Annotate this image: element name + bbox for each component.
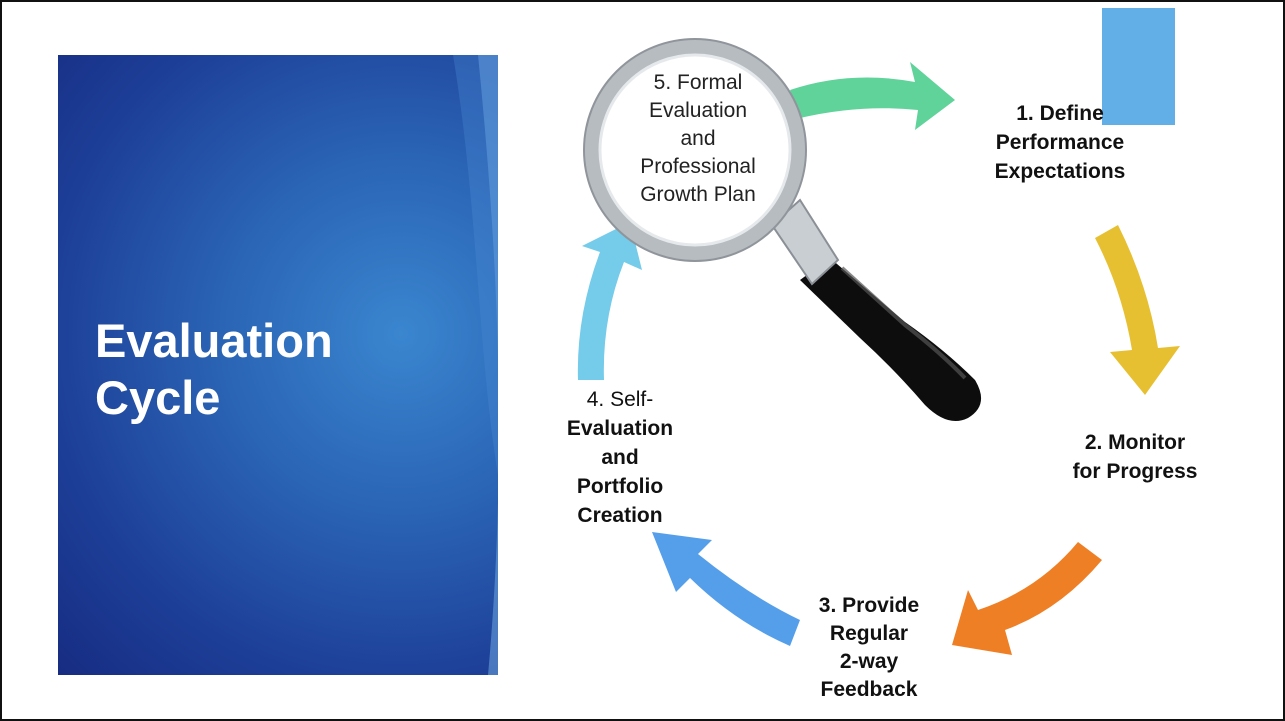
step-5-line: and xyxy=(680,127,716,150)
step-4-label: 4. Self- Evaluation and Portfolio Creati… xyxy=(545,385,695,530)
arrow-step4-to-step5 xyxy=(577,222,642,380)
step-5-line: Evaluation xyxy=(648,99,748,122)
step-1-label: 1. Define Performance Expectations xyxy=(970,99,1150,186)
step-3-line: 2-way xyxy=(839,650,899,673)
step-5-line: 5. Formal xyxy=(653,71,743,94)
step-1-line: Expectations xyxy=(994,160,1126,183)
arrow-step5-to-step1 xyxy=(790,62,955,130)
step-3-label: 3. Provide Regular 2-way Feedback xyxy=(794,592,944,704)
title-panel xyxy=(58,55,498,675)
step-2-line: for Progress xyxy=(1072,460,1198,483)
step-5-line: Growth Plan xyxy=(640,183,756,206)
arrow-step3-to-step4 xyxy=(652,532,800,646)
magnifying-glass-icon xyxy=(583,38,982,422)
accent-block xyxy=(1102,8,1175,125)
slide-title-line: Cycle xyxy=(95,371,221,424)
step-4-line: Portfolio xyxy=(576,475,664,498)
arrow-step1-to-step2 xyxy=(1095,225,1180,395)
step-1-line: Performance xyxy=(995,131,1125,154)
step-2-label: 2. Monitor for Progress xyxy=(1050,428,1220,486)
arrow-step2-to-step3 xyxy=(952,542,1102,655)
step-4-line: Evaluation xyxy=(566,417,674,440)
step-4-line: and xyxy=(601,446,639,469)
slide-title: Evaluation Cycle xyxy=(95,312,455,426)
step-3-line: 3. Provide xyxy=(818,594,920,617)
panel-streak-decoration xyxy=(453,55,498,675)
step-3-line: Feedback xyxy=(820,678,918,701)
step-2-line: 2. Monitor xyxy=(1084,431,1186,454)
step-1-line: 1. Define xyxy=(1016,102,1104,125)
step-4-line: Creation xyxy=(577,504,663,527)
step-5-label: 5. Formal Evaluation and Professional Gr… xyxy=(608,69,788,209)
slide-title-line: Evaluation xyxy=(95,314,333,367)
step-4-line: 4. Self- xyxy=(586,388,654,411)
step-5-line: Professional xyxy=(640,155,756,178)
step-3-line: Regular xyxy=(829,622,909,645)
